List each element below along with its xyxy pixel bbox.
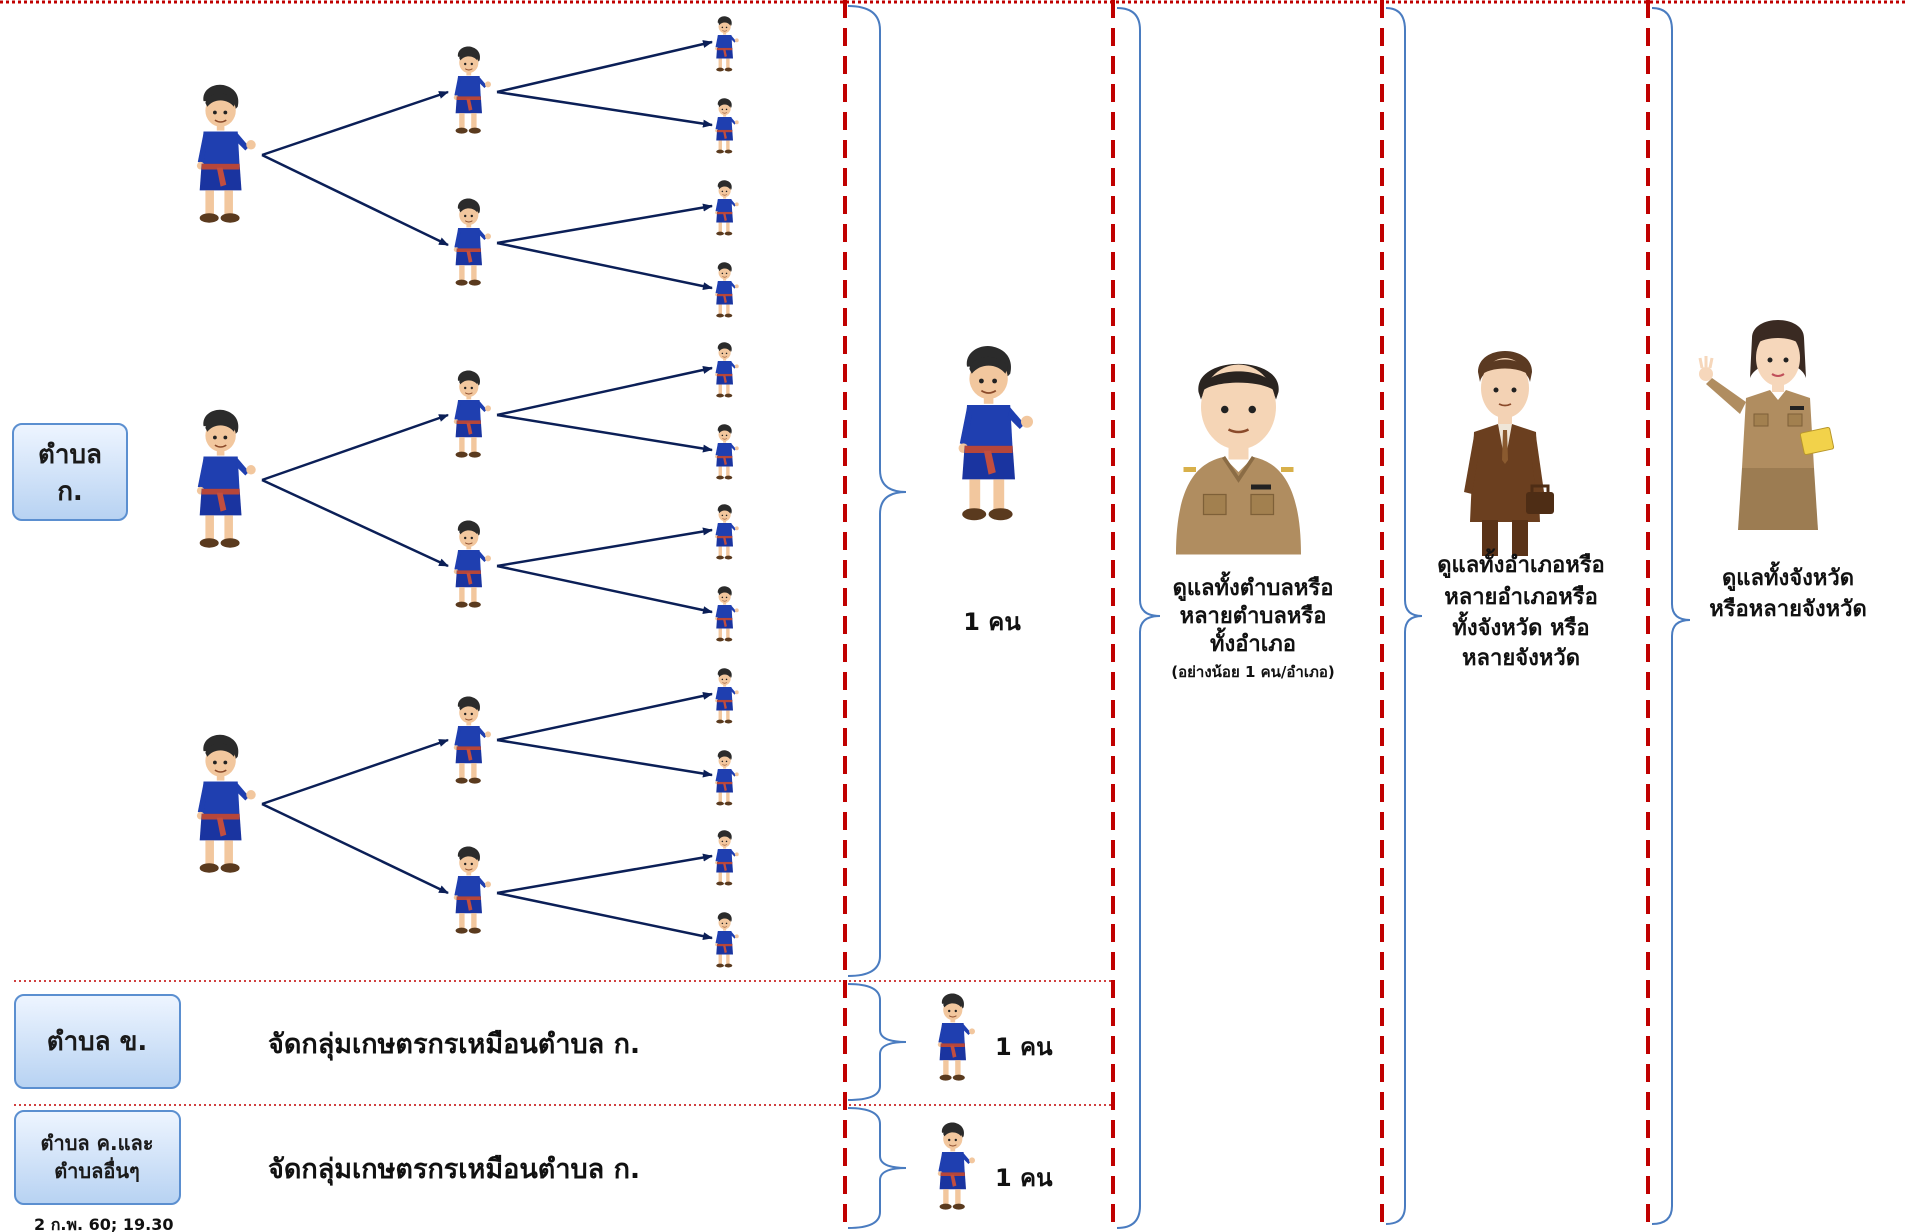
farmer-icon [453, 520, 492, 609]
farmer-icon [714, 830, 739, 886]
arrow [261, 738, 449, 806]
province-officer-icon [1697, 318, 1836, 532]
footer-date: 2 ก.พ. 60; 19.30 [34, 1215, 174, 1232]
tambon-level-line1: ดูแลทั้งตำบลหรือ [1173, 571, 1334, 602]
farmer-icon [714, 504, 739, 560]
arrow [496, 564, 713, 615]
tambon-officer-icon [1174, 362, 1303, 557]
arrow [261, 478, 449, 568]
farmer-icon [714, 750, 739, 806]
farmer-icon [453, 46, 492, 135]
tambon-level-line3: ทั้งอำเภอ [1210, 627, 1296, 657]
farmer-representative-icon [937, 1122, 976, 1211]
subdistrict-a-line2: ก. [57, 477, 83, 507]
farmer-representative-icon [937, 993, 976, 1082]
amphoe-officer-icon [1462, 349, 1556, 558]
arrow [261, 802, 449, 895]
bracket-tambon [1116, 7, 1161, 1229]
farmer-representative-icon [957, 345, 1034, 522]
subdistrict-box-b: ตำบล ข. [14, 994, 181, 1089]
arrow [496, 203, 713, 245]
farmer-icon [453, 846, 492, 935]
arrow [261, 413, 449, 482]
arrow [496, 413, 713, 453]
amphoe-level-line4: หลายจังหวัด [1462, 646, 1580, 671]
subdistrict-a-line1: ตำบล [38, 440, 102, 470]
bracket-main [847, 5, 907, 977]
row-c-description: จัดกลุ่มเกษตรกรเหมือนตำบล ก. [268, 1154, 640, 1186]
amphoe-level-line3: ทั้งจังหวัด หรือ [1452, 611, 1589, 641]
farmer-icon [196, 734, 257, 874]
farmer-icon [714, 180, 739, 236]
tambon-level-line2: หลายตำบลหรือ [1180, 604, 1327, 629]
farmer-icon [714, 342, 739, 398]
tambon-level-note: (อย่างน้อย 1 คน/อำเภอ) [1171, 663, 1334, 681]
farmer-icon [714, 912, 739, 968]
arrow [496, 891, 713, 941]
farmer-icon [453, 198, 492, 287]
bracket-row-b [847, 983, 907, 1101]
count-row-b: 1 คน [995, 1033, 1053, 1061]
count-row-c: 1 คน [995, 1164, 1053, 1192]
subdistrict-box-c: ตำบล ค.และ ตำบลอื่นๆ [14, 1110, 181, 1205]
row-b-description: จัดกลุ่มเกษตรกรเหมือนตำบล ก. [268, 1029, 640, 1061]
amphoe-level-line1: ดูแลทั้งอำเภอหรือ [1437, 548, 1605, 579]
province-level-text: ดูแลทั้งจังหวัด หรือหลายจังหวัด [1709, 561, 1867, 622]
farmer-icon [714, 668, 739, 724]
farmer-icon [196, 84, 257, 224]
arrow [496, 241, 713, 291]
count-main: 1 คน [963, 608, 1021, 636]
farmer-icon [453, 696, 492, 785]
arrow [496, 527, 713, 568]
arrow [496, 738, 713, 778]
farmer-icon [714, 586, 739, 642]
farmer-icon [714, 424, 739, 480]
province-level-line1: ดูแลทั้งจังหวัด [1722, 561, 1854, 592]
subdistrict-c-line2: ตำบลอื่นๆ [54, 1156, 140, 1183]
farmer-icon [714, 98, 739, 154]
farmer-icon [196, 409, 257, 549]
amphoe-level-line2: หลายอำเภอหรือ [1444, 585, 1598, 610]
province-level-line2: หรือหลายจังหวัด [1709, 597, 1867, 622]
tambon-level-text: ดูแลทั้งตำบลหรือ หลายตำบลหรือ ทั้งอำเภอ … [1171, 571, 1334, 681]
arrow [496, 691, 713, 742]
farmer-icon [714, 262, 739, 318]
bracket-row-c [847, 1107, 907, 1229]
subdistrict-box-a: ตำบล ก. [12, 423, 128, 521]
bracket-amphoe [1385, 7, 1423, 1225]
farmer-tree-arrows [261, 40, 713, 941]
arrow [496, 853, 713, 895]
bracket-province [1651, 7, 1691, 1225]
arrow [496, 40, 713, 94]
farmer-icon [453, 370, 492, 459]
arrow [496, 90, 713, 128]
arrow [261, 153, 449, 247]
farmer-icon [714, 16, 739, 72]
arrow [261, 90, 449, 157]
arrow [496, 366, 713, 417]
amphoe-level-text: ดูแลทั้งอำเภอหรือ หลายอำเภอหรือ ทั้งจังห… [1437, 548, 1605, 671]
subdistrict-b-line1: ตำบล ข. [47, 1027, 148, 1057]
subdistrict-c-line1: ตำบล ค.และ [41, 1131, 154, 1155]
